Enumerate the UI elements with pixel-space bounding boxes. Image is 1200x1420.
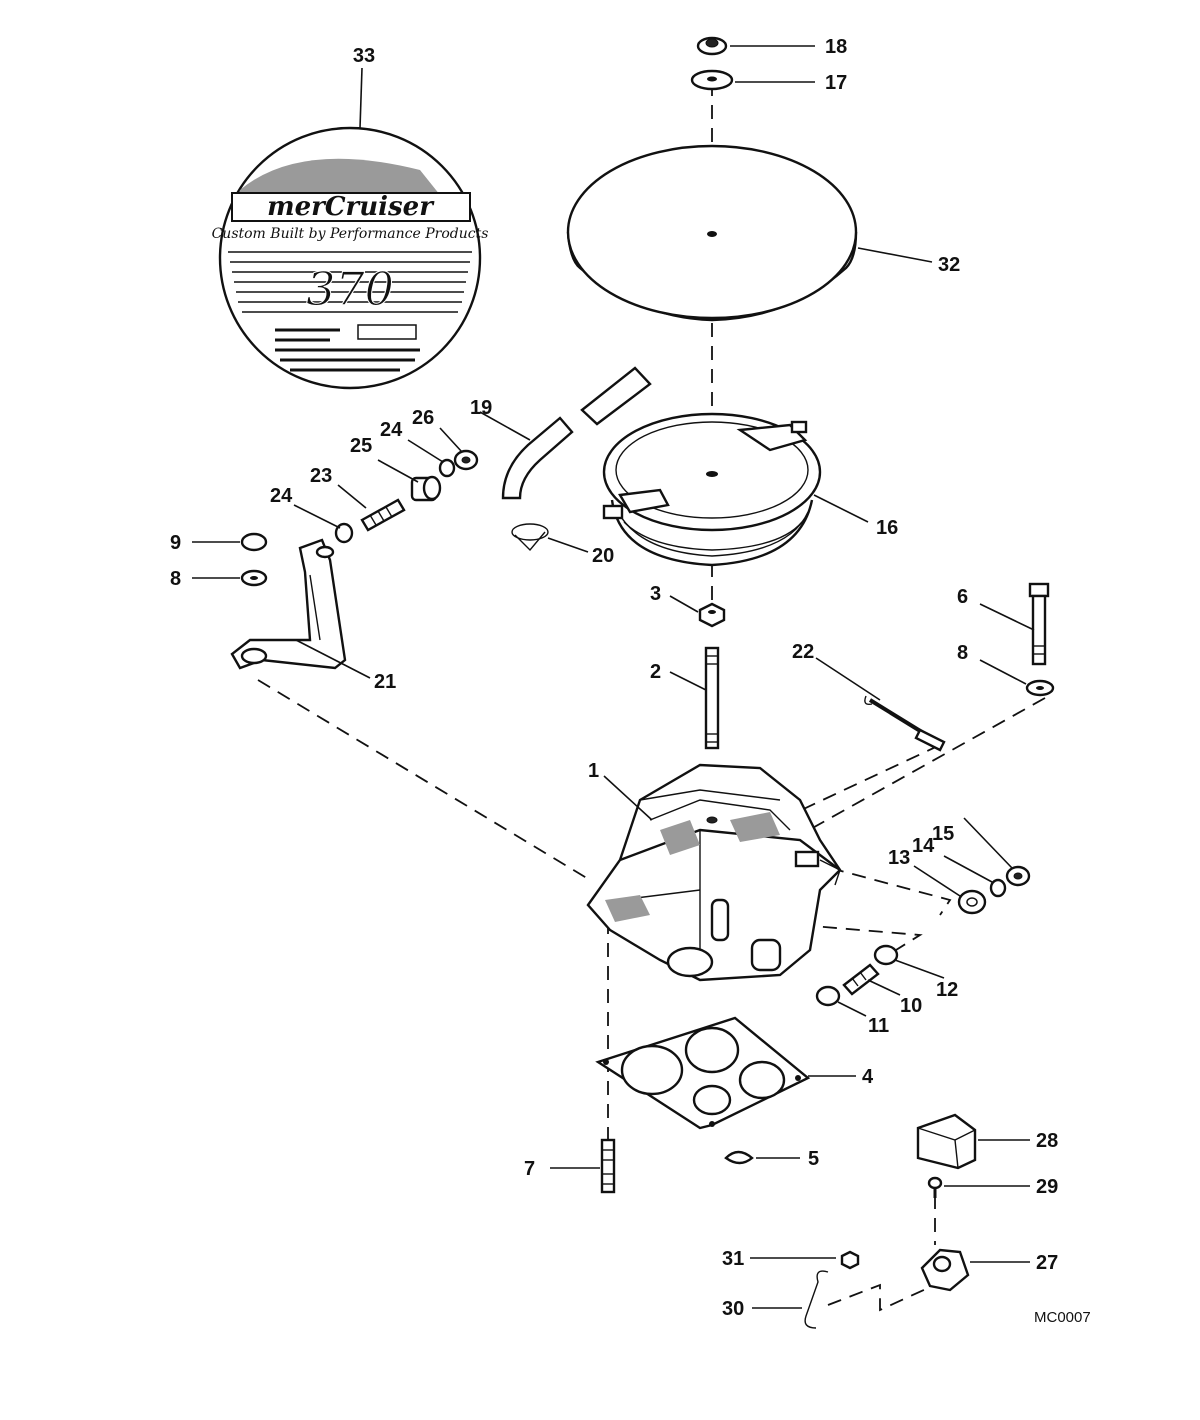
part-11-nut — [815, 985, 841, 1007]
part-29-screw — [927, 1176, 943, 1198]
part-4-gasket — [595, 1016, 811, 1130]
part-27-switch — [920, 1248, 970, 1292]
part-8-washer-left — [240, 569, 268, 587]
callout-6: 6 — [957, 586, 968, 608]
part-3-nut — [698, 602, 726, 628]
callout-8-right: 8 — [957, 642, 968, 664]
callout-8-left: 8 — [170, 568, 181, 590]
callout-33: 33 — [353, 45, 375, 67]
part-32-air-cleaner-lid — [566, 144, 858, 322]
part-14-lockwasher — [989, 878, 1007, 898]
callout-17: 17 — [825, 72, 847, 94]
callout-2: 2 — [650, 661, 661, 683]
part-9-nut — [240, 532, 268, 552]
part-8-washer-right — [1025, 679, 1055, 697]
part-13-spacer — [957, 889, 987, 915]
callout-32: 32 — [938, 254, 960, 276]
callout-14: 14 — [912, 835, 935, 857]
callout-3: 3 — [650, 583, 661, 605]
callout-19: 19 — [470, 397, 492, 419]
assembly-lines — [257, 82, 1046, 1312]
part-28-cover — [916, 1113, 977, 1170]
callout-18: 18 — [825, 36, 847, 58]
callout-24-lower: 24 — [270, 485, 293, 507]
callout-31: 31 — [722, 1248, 744, 1270]
callout-labels: 33 18 17 32 19 26 24 25 23 24 16 20 9 8 … — [170, 36, 1091, 1326]
callout-16: 16 — [876, 517, 898, 539]
part-33-decal: merCruiser Custom Built by Performance P… — [212, 126, 489, 390]
callout-28: 28 — [1036, 1130, 1058, 1152]
part-31-nut — [840, 1250, 860, 1270]
part-24-lockwasher-b — [334, 522, 354, 544]
callout-12: 12 — [936, 979, 958, 1001]
callout-27: 27 — [1036, 1252, 1058, 1274]
callout-30: 30 — [722, 1298, 744, 1320]
part-17-washer — [690, 69, 734, 91]
decal-tagline: Custom Built by Performance Products — [212, 226, 489, 242]
leader-lines — [192, 45, 1035, 1309]
part-21-bracket — [230, 538, 347, 670]
callout-23: 23 — [310, 465, 332, 487]
part-5-plug — [724, 1150, 754, 1165]
drawing-code: MC0007 — [1034, 1309, 1091, 1326]
callout-29: 29 — [1036, 1176, 1058, 1198]
part-22-spring — [864, 695, 946, 752]
callout-25: 25 — [350, 435, 372, 457]
callout-21: 21 — [374, 671, 396, 693]
part-25-spacer — [410, 475, 442, 502]
callout-10: 10 — [900, 995, 922, 1017]
callout-5: 5 — [808, 1148, 819, 1170]
part-16-flame-arrestor — [602, 412, 822, 567]
callout-7: 7 — [524, 1158, 535, 1180]
callout-24-upper: 24 — [380, 419, 403, 441]
part-15-nut — [1005, 865, 1031, 887]
part-19-hose — [501, 366, 652, 500]
decal-brand: merCruiser — [267, 192, 435, 222]
part-7-stud — [600, 1138, 616, 1194]
part-12-nut — [873, 944, 899, 966]
callout-1: 1 — [588, 760, 599, 782]
part-26-nut — [453, 449, 479, 471]
part-24-lockwasher-a — [438, 458, 456, 478]
callout-13: 13 — [888, 847, 910, 869]
decal-stripes — [228, 251, 472, 313]
decal-fineprint — [275, 324, 420, 372]
callout-9: 9 — [170, 532, 181, 554]
callout-4: 4 — [862, 1066, 874, 1088]
part-1-carburetor — [586, 763, 842, 982]
part-20-clamp — [511, 523, 549, 552]
callout-26: 26 — [412, 407, 434, 429]
callout-11: 11 — [868, 1015, 889, 1037]
part-6-bolt — [1028, 582, 1050, 666]
part-23-stud — [360, 498, 406, 532]
callout-22: 22 — [792, 641, 814, 663]
decal-model: 370 — [306, 262, 394, 316]
part-2-stud — [704, 646, 720, 750]
part-10-stud — [842, 963, 880, 996]
callout-15: 15 — [932, 823, 954, 845]
part-30-clip — [804, 1270, 829, 1329]
callout-20: 20 — [592, 545, 614, 567]
part-18-wing-nut — [696, 36, 728, 56]
